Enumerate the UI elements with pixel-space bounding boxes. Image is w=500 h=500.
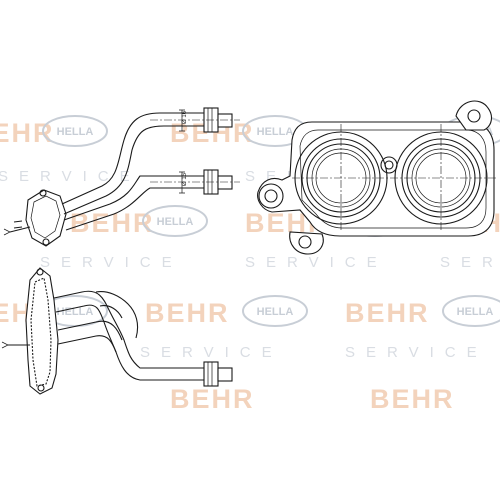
watermark-hella: HELLA	[57, 306, 94, 318]
view-top-right-flange	[257, 100, 496, 255]
watermark-behr: BEHR	[370, 384, 455, 414]
watermark-hella: HELLA	[157, 216, 194, 228]
watermark-hella-logo: HELLA	[442, 295, 500, 327]
mounting-flange	[3, 189, 67, 247]
watermark-service: SERVICE	[40, 254, 183, 271]
watermark-hella-logo: HELLA	[242, 295, 308, 327]
pipe-fitting-upper	[150, 107, 240, 133]
watermark-service: SERVICE	[0, 168, 141, 185]
view-bottom-left-pipe-assembly	[1, 267, 233, 395]
watermark-behr: BEHR	[145, 298, 230, 328]
watermark-hella-logo: HELLA	[42, 115, 108, 147]
dimension-label-lower: Ø 16	[182, 172, 188, 186]
pipe-fitting-front	[203, 361, 233, 387]
watermark-service: SERVICE	[345, 344, 488, 361]
watermark-hella: HELLA	[257, 306, 294, 318]
watermark-behr: BEHR	[70, 208, 155, 238]
watermark-behr: BEHR	[345, 298, 430, 328]
watermark-behr: BEHR	[0, 118, 55, 148]
watermark-service: SERVICE	[245, 254, 388, 271]
watermark-hella: HELLA	[57, 126, 94, 138]
watermark-service: SERVICE	[140, 344, 283, 361]
mounting-flange-front	[1, 267, 59, 395]
dimension-label-upper: Ø 16	[182, 110, 188, 124]
watermark-hella-logo: HELLA	[142, 205, 208, 237]
watermark-hella: HELLA	[257, 126, 294, 138]
watermark-hella: HELLA	[457, 306, 494, 318]
watermark-service: SERVICE	[440, 254, 500, 271]
watermark-behr: BEHR	[170, 384, 255, 414]
pipe-fitting-lower	[150, 169, 240, 195]
view-top-left-pipe-assembly: Ø 16 Ø 16	[3, 107, 240, 247]
